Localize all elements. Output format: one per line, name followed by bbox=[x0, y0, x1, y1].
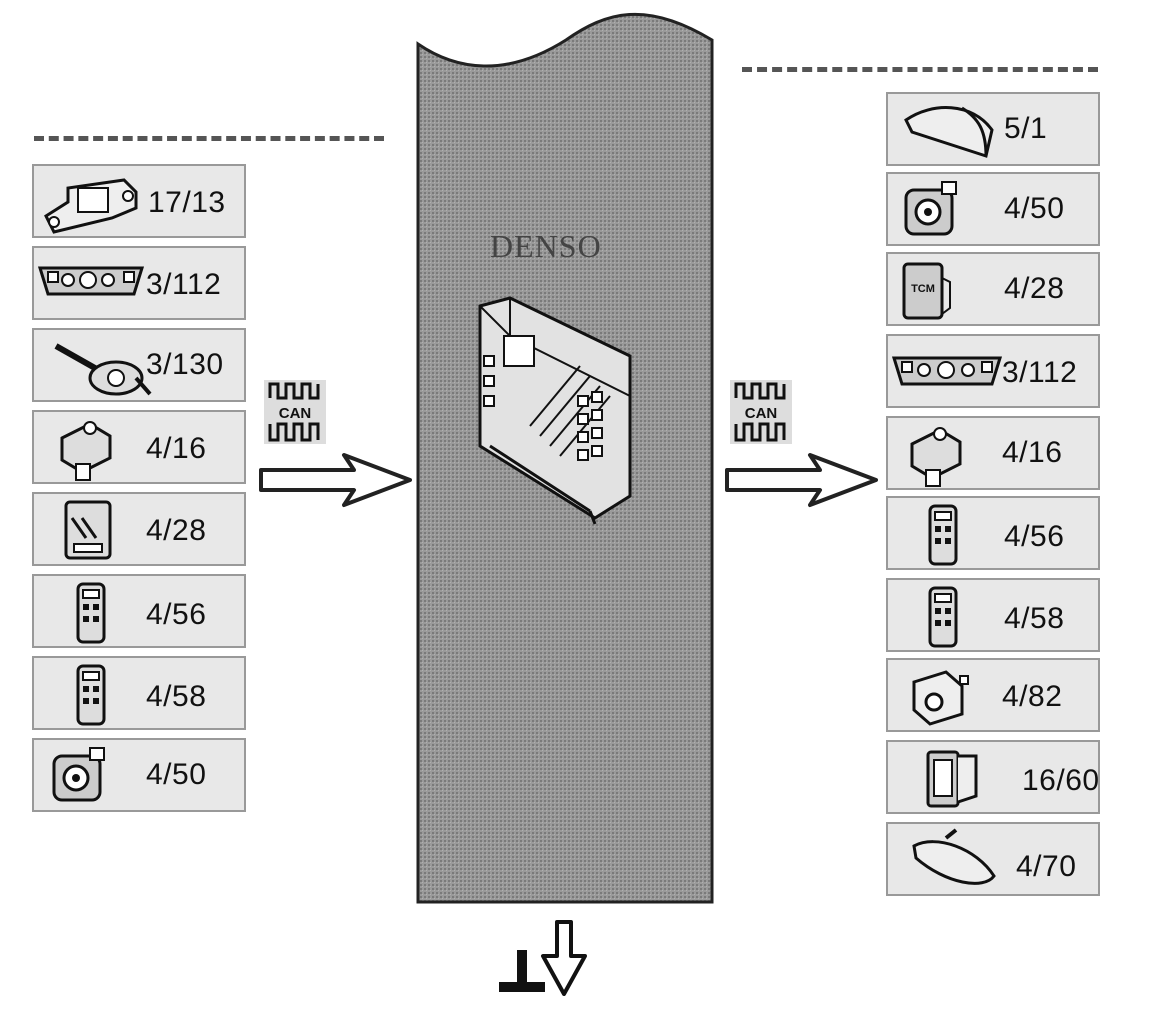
can-label-left: CAN bbox=[279, 405, 312, 422]
actuator-icon bbox=[910, 427, 962, 487]
arrow-to-right-modules bbox=[725, 453, 878, 507]
brand-label: DENSO bbox=[490, 228, 602, 264]
sensor-bracket-icon bbox=[44, 178, 138, 234]
remote-key-icon bbox=[76, 664, 106, 726]
module-label: 4/58 bbox=[146, 680, 207, 713]
left-dashed-line bbox=[34, 136, 384, 141]
remote-key-icon bbox=[928, 504, 958, 566]
arrow-to-bus bbox=[259, 453, 412, 507]
lamp-icon bbox=[904, 106, 994, 158]
control-panel-icon bbox=[38, 266, 144, 296]
tcm-text: TCM bbox=[911, 283, 935, 295]
module-label: 4/16 bbox=[146, 432, 207, 465]
right-dashed-line bbox=[742, 67, 1098, 72]
right-module-column: 5/1 4/50 TCM 4/28 3/112 bbox=[886, 92, 1102, 902]
module-label: 17/13 bbox=[148, 186, 226, 219]
can-label-right: CAN bbox=[745, 405, 778, 422]
module-label: 3/112 bbox=[146, 268, 222, 301]
module-label: 4/56 bbox=[1004, 520, 1065, 553]
module-4-58[interactable]: 4/58 bbox=[32, 656, 246, 730]
can-symbol-right: CAN bbox=[730, 380, 792, 444]
module-4-50-right[interactable]: 4/50 bbox=[886, 172, 1100, 246]
remote-key-icon bbox=[76, 582, 106, 644]
module-4-16[interactable]: 4/16 bbox=[32, 410, 246, 484]
module-5-1[interactable]: 5/1 bbox=[886, 92, 1100, 166]
module-label: 4/70 bbox=[1016, 850, 1077, 883]
module-label: 4/50 bbox=[146, 758, 207, 791]
can-symbol-left: CAN bbox=[264, 380, 326, 444]
module-4-56-right[interactable]: 4/56 bbox=[886, 496, 1100, 570]
mirror-icon bbox=[912, 828, 996, 885]
module-16-60[interactable]: 16/60 bbox=[886, 740, 1100, 814]
module-3-112-right[interactable]: 3/112 bbox=[886, 334, 1100, 408]
ecu-unit-icon bbox=[478, 296, 632, 525]
actuator-icon bbox=[60, 421, 112, 481]
control-panel-icon bbox=[892, 356, 1002, 386]
stalk-switch-icon bbox=[54, 343, 152, 396]
module-label: 4/16 bbox=[1002, 436, 1063, 469]
module-3-130[interactable]: 3/130 bbox=[32, 328, 246, 402]
control-unit-icon bbox=[64, 500, 112, 560]
motor-icon bbox=[904, 181, 957, 236]
module-4-28-right[interactable]: TCM 4/28 bbox=[886, 252, 1100, 326]
module-label: 4/28 bbox=[146, 514, 207, 547]
module-label: 16/60 bbox=[1022, 764, 1100, 797]
module-4-82[interactable]: 4/82 bbox=[886, 658, 1100, 732]
module-label: 4/58 bbox=[1004, 602, 1065, 635]
module-label: 4/28 bbox=[1004, 272, 1065, 305]
module-label: 3/112 bbox=[1002, 356, 1078, 389]
module-3-112[interactable]: 3/112 bbox=[32, 246, 246, 320]
module-label: 3/130 bbox=[146, 348, 224, 381]
remote-key-icon bbox=[928, 586, 958, 648]
module-label: 5/1 bbox=[1004, 112, 1048, 145]
module-4-56[interactable]: 4/56 bbox=[32, 574, 246, 648]
tcm-unit-icon: TCM bbox=[902, 262, 951, 320]
module-label: 4/50 bbox=[1004, 192, 1065, 225]
module-4-70[interactable]: 4/70 bbox=[886, 822, 1100, 896]
motor-icon bbox=[52, 747, 105, 802]
left-module-column: 17/13 3/112 3/130 4/16 bbox=[32, 164, 248, 814]
module-17-13[interactable]: 17/13 bbox=[32, 164, 246, 238]
sensor-icon bbox=[912, 670, 969, 726]
module-label: 4/56 bbox=[146, 598, 207, 631]
module-4-58-right[interactable]: 4/58 bbox=[886, 578, 1100, 652]
module-4-16-right[interactable]: 4/16 bbox=[886, 416, 1100, 490]
ground-arrow-icon bbox=[499, 920, 587, 996]
module-4-50[interactable]: 4/50 bbox=[32, 738, 246, 812]
module-4-28[interactable]: 4/28 bbox=[32, 492, 246, 566]
module-label: 4/82 bbox=[1002, 680, 1063, 713]
rocker-switch-icon bbox=[926, 750, 978, 808]
